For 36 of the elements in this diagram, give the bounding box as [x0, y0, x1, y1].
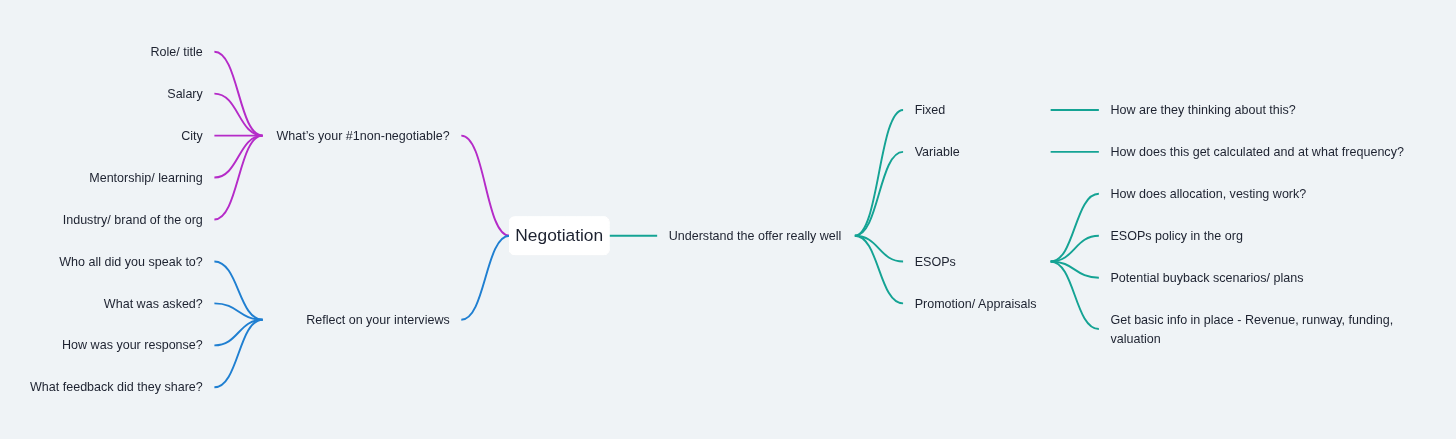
branch-line — [1049, 260, 1100, 331]
branch-line — [213, 134, 264, 221]
branch-line — [213, 260, 264, 321]
topic-text: Reflect on your interviews — [306, 312, 450, 327]
branch-line — [607, 234, 659, 237]
branch-line — [1049, 108, 1100, 111]
topic-text: Industry/ brand of the org — [62, 212, 203, 227]
topic-text: Mentorship/ learning — [89, 170, 203, 185]
topic-text: How does allocation, vesting work? — [1110, 186, 1307, 201]
topic-text: Potential buyback scenarios/ plans — [1110, 270, 1304, 285]
topic-text: Fixed — [914, 102, 946, 117]
topic-text: Understand the offer really well — [668, 228, 842, 243]
branch-line — [460, 134, 511, 237]
topic-text: How are they thinking about this? — [1110, 102, 1296, 117]
topic-text: What feedback did they share? — [29, 379, 203, 395]
topic-text: Promotion/ Appraisals — [914, 295, 1037, 311]
topic-text: What was asked? — [103, 295, 203, 311]
topic-text: How does this get calculated and at what frequency? — [1110, 144, 1404, 159]
topic-text: How was your response? — [62, 337, 203, 353]
branch-line — [213, 92, 264, 137]
branch-line — [1049, 150, 1100, 153]
topic-text: Role/ title — [150, 44, 203, 59]
branch-line — [853, 150, 905, 237]
branch-line — [1049, 234, 1100, 263]
topic-text: What’s your #1non-negotiable? — [276, 128, 450, 143]
branch-line — [853, 234, 905, 305]
topic-text: Variable — [914, 144, 960, 159]
topic-text: ESOPs policy in the org — [1110, 228, 1243, 243]
branch-line — [460, 234, 511, 321]
root-topic-box: Negotiation — [509, 216, 610, 256]
topic-text: City — [181, 128, 203, 143]
topic-text: ESOPs — [914, 254, 956, 269]
branch-line — [213, 318, 264, 389]
topic-text: Salary — [167, 86, 203, 101]
topic-text: Who all did you speak to? — [59, 254, 203, 269]
topic-text: Get basic info in place - Revenue, runway, funding, valuation — [1110, 312, 1394, 346]
